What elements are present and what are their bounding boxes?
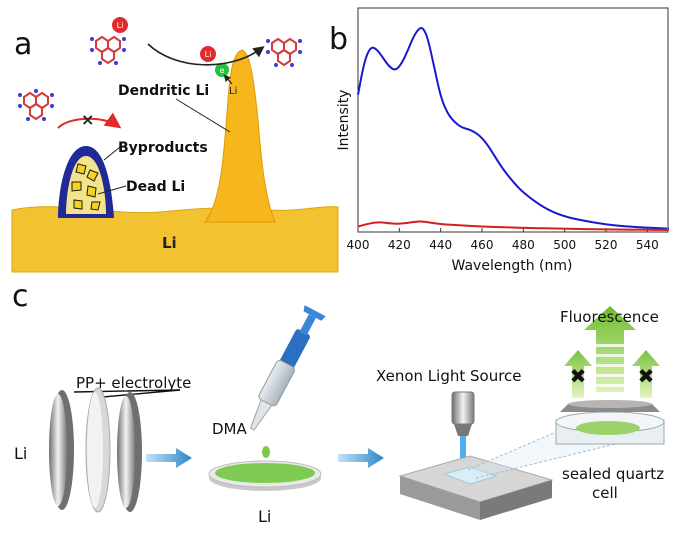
x-tick-label: 440 <box>429 238 452 252</box>
y-axis-label: Intensity <box>336 90 352 151</box>
stage-base <box>398 455 554 520</box>
dma-droplet <box>262 446 270 458</box>
sealed-quartz-cell <box>555 400 665 445</box>
li-disc-left <box>49 390 74 510</box>
x-tick-label: 500 <box>553 238 576 252</box>
fluorescence-arrow-main <box>584 306 636 392</box>
li-disc-right <box>117 392 142 512</box>
electron <box>215 63 229 77</box>
fluorescence-arrow-right <box>632 350 660 398</box>
dendritic-li-label: Dendritic Li <box>118 83 209 99</box>
molecule-right <box>266 37 302 67</box>
blocked-x-left: ✖ <box>570 364 587 388</box>
byproducts-leader-line <box>103 146 121 161</box>
li-left-label: Li <box>14 444 27 463</box>
panel-b: b 400 420 440 460 480 500 520 540 Wavelength (n… <box>329 7 670 274</box>
x-tick-group: 400 420 440 460 480 500 520 540 <box>347 228 659 252</box>
x-tick-label: 420 <box>388 238 411 252</box>
series-line-1 <box>357 26 670 230</box>
dead-li-particles <box>71 163 101 211</box>
panel-a-letter: a <box>14 27 32 62</box>
dendritic-li <box>203 49 276 223</box>
fluorescence-label: Fluorescence <box>560 308 659 326</box>
li-dish <box>208 460 322 491</box>
separator-disc <box>85 387 111 513</box>
process-arrow-2 <box>338 448 384 468</box>
x-tick-label: 460 <box>471 238 494 252</box>
li-ion-top <box>112 17 128 33</box>
ion-symbol-1: Li <box>117 21 124 30</box>
light-source-lamp <box>451 391 475 436</box>
dma-label: DMA <box>212 420 247 438</box>
plot-frame <box>357 7 669 233</box>
blocked-x-right: ✖ <box>638 364 655 388</box>
x-axis-label: Wavelength (nm) <box>452 258 573 274</box>
xenon-light-label: Xenon Light Source <box>376 367 522 385</box>
fluorescence-arrow-left <box>564 350 592 398</box>
pp-leader-lines <box>73 389 181 399</box>
li-small-label: Li <box>229 86 237 97</box>
panel-b-letter: b <box>329 22 348 57</box>
electron-symbol: e <box>220 66 225 75</box>
dead-li-leader-line <box>97 185 127 195</box>
x-tick-label: 480 <box>512 238 535 252</box>
light-beam <box>460 436 466 470</box>
block-x-mark: × <box>81 110 94 129</box>
series-layer <box>357 26 670 231</box>
process-arrow-1 <box>146 448 192 468</box>
pp-electrolyte-label: PP+ electrolyte <box>76 374 191 392</box>
li-dish-label: Li <box>258 507 271 526</box>
panel-c-letter: c <box>12 279 29 314</box>
pipette <box>249 305 326 431</box>
byproducts-label: Byproducts <box>118 140 208 156</box>
blocked-reaction-arrow <box>57 112 122 129</box>
x-tick-label: 540 <box>636 238 659 252</box>
x-tick-label: 400 <box>347 238 370 252</box>
panel-c: c PP+ electrolyte Li DMA <box>12 279 665 526</box>
electron-transfer-arrow <box>223 74 233 85</box>
x-tick-label: 520 <box>595 238 618 252</box>
sealed-quartz-label-2: cell <box>592 484 618 502</box>
series-line-2 <box>357 220 670 231</box>
sealed-quartz-label-1: sealed quartz <box>562 465 664 483</box>
molecule-transfer-arrow <box>147 43 265 66</box>
dead-li-label: Dead Li <box>126 179 185 195</box>
molecule-top <box>90 35 126 65</box>
panel-a: a Li × <box>11 17 339 273</box>
ion-symbol-2: Li <box>205 50 212 59</box>
molecule-left <box>18 89 54 121</box>
li-base-label: Li <box>162 234 177 252</box>
li-ion-mid <box>200 46 216 62</box>
dendritic-leader-line <box>175 98 231 133</box>
